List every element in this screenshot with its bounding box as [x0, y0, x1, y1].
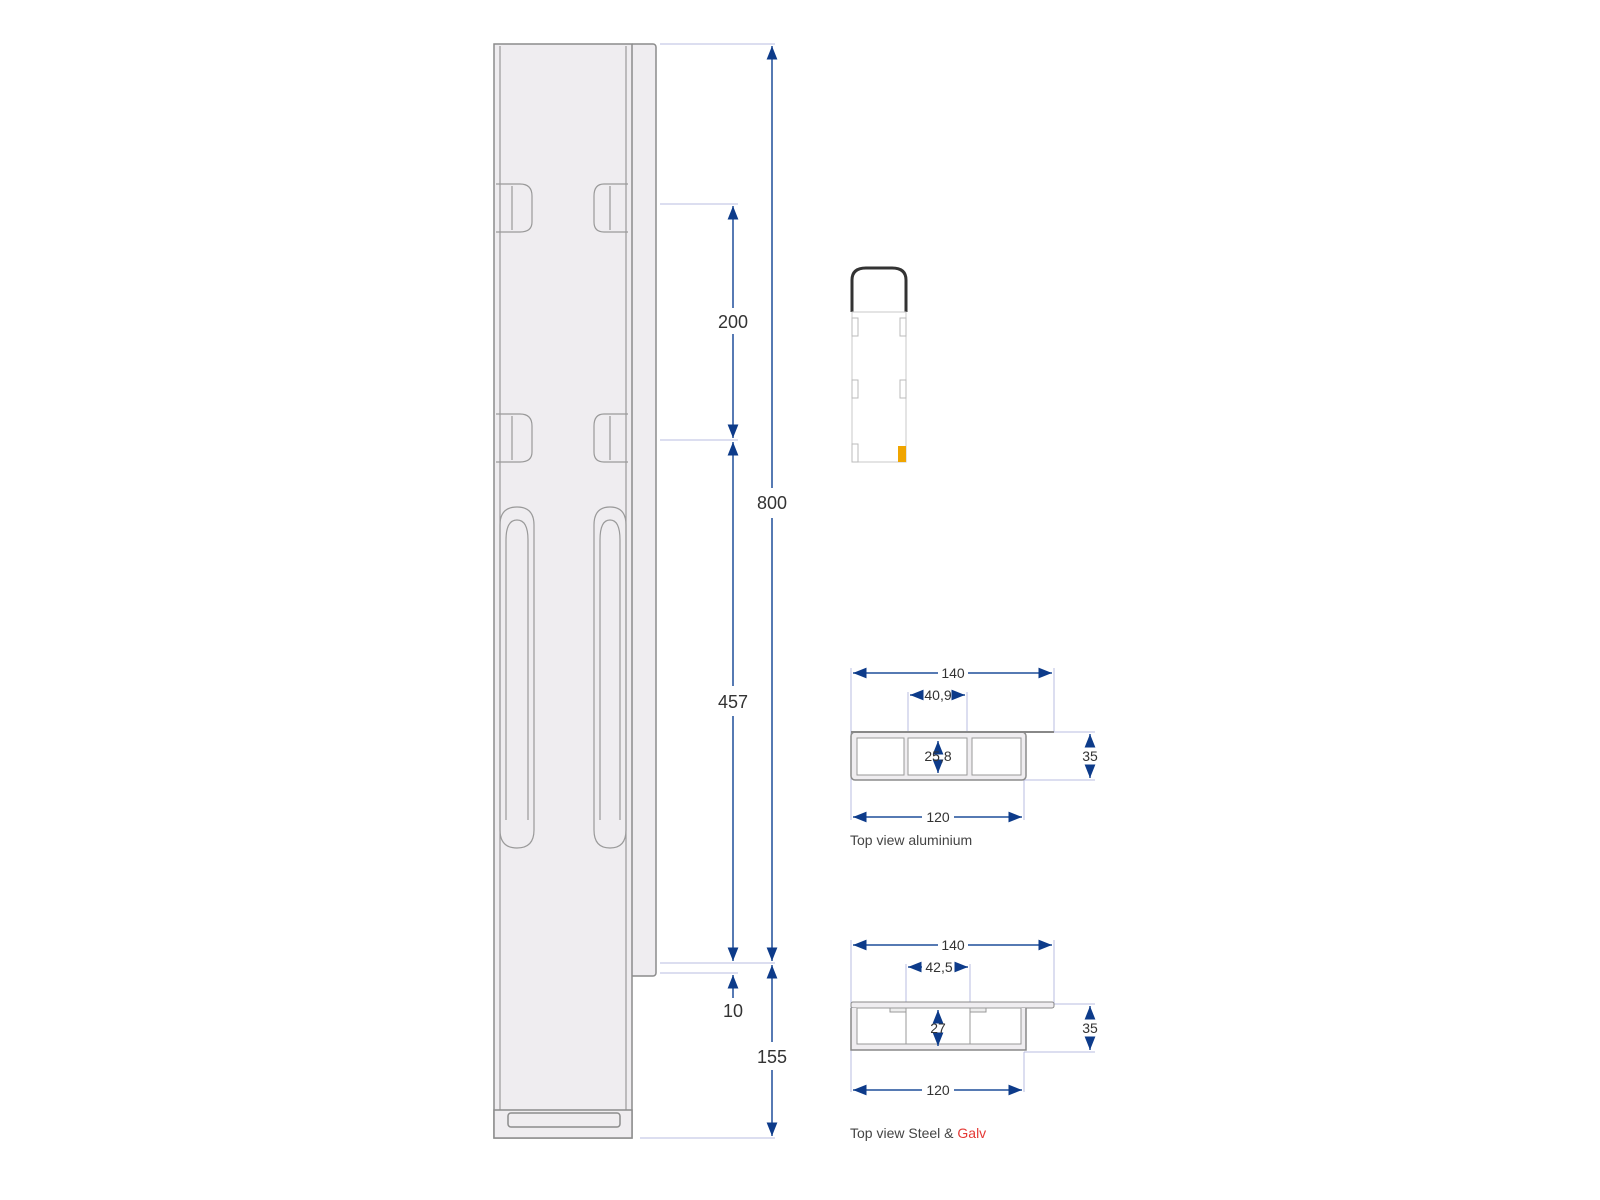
steel-caption: Top view Steel & Galv — [850, 1125, 986, 1141]
alu-inner-height: 25,8 — [924, 748, 951, 764]
alu-overall-width: 140 — [941, 665, 965, 681]
front-view-post — [493, 43, 657, 1139]
dim-foot-height: 155 — [757, 1047, 787, 1067]
dim-middle-spacing: 457 — [718, 692, 748, 712]
dim-total-height: 800 — [757, 493, 787, 513]
steel-inner-width: 42,5 — [925, 959, 952, 975]
alu-caption: Top view aluminium — [850, 832, 972, 848]
dim-top-spacing: 200 — [718, 312, 748, 332]
steel-height: 35 — [1082, 1020, 1098, 1036]
alu-inner-width: 40,9 — [924, 687, 951, 703]
marker-swatch — [898, 446, 906, 462]
steel-inner-height: 27 — [930, 1020, 946, 1036]
steel-body-width: 120 — [926, 1082, 950, 1098]
front-dimensions — [640, 43, 778, 1139]
alu-body-width: 120 — [926, 809, 950, 825]
long-slots — [499, 506, 627, 849]
slot-tabs — [496, 183, 628, 463]
steel-caption-highlight: Galv — [957, 1125, 986, 1141]
alu-height: 35 — [1082, 748, 1098, 764]
steel-overall-width: 140 — [941, 937, 965, 953]
side-view-post — [850, 266, 908, 463]
top-view-aluminium — [850, 667, 1096, 823]
dim-bottom-gap: 10 — [723, 1001, 743, 1021]
top-view-steel — [850, 939, 1096, 1096]
steel-caption-prefix: Top view Steel & — [850, 1125, 957, 1141]
